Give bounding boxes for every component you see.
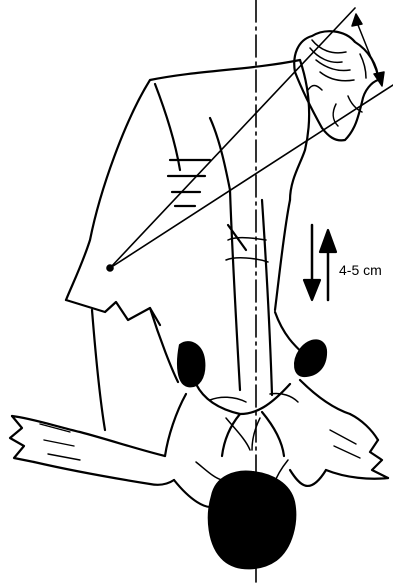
compression-depth-label: 4-5 cm <box>339 262 382 278</box>
up-arrow-head <box>320 230 336 252</box>
victim-left-arm <box>10 416 174 485</box>
rescuer-torso <box>66 60 309 325</box>
left-knee <box>178 342 204 386</box>
victim-head <box>209 472 295 569</box>
down-arrow-head <box>304 280 320 300</box>
victim-right-arm <box>326 414 388 479</box>
posture-reference-lines <box>107 8 393 271</box>
right-knee <box>295 340 326 376</box>
head-dimension-arrow <box>352 14 384 86</box>
victim-upper-body <box>165 380 350 456</box>
compression-arrows <box>304 225 336 300</box>
rescuer-arms <box>226 190 272 395</box>
